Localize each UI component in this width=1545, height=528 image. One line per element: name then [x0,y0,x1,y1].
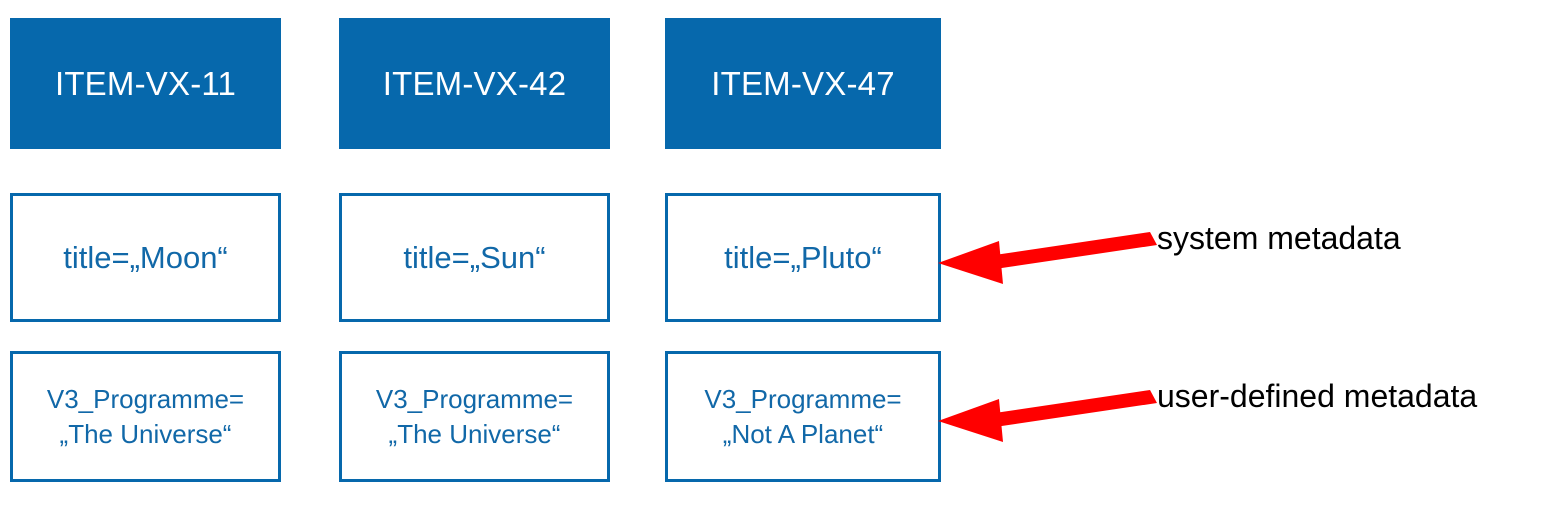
system-metadata-label: title=„Moon“ [63,239,228,275]
user-metadata-box-column-3[interactable]: V3_Programme= „Not A Planet“ [665,351,941,482]
system-metadata-box-column-2[interactable]: title=„Sun“ [339,193,610,322]
system-metadata-label: title=„Sun“ [403,239,546,275]
annotation-label-system-metadata: system metadata [1157,220,1401,256]
system-metadata-box-column-1[interactable]: title=„Moon“ [10,193,281,322]
item-header-box-column-2[interactable]: ITEM-VX-42 [339,18,610,149]
system-metadata-box-column-3[interactable]: title=„Pluto“ [665,193,941,322]
item-header-label: ITEM-VX-42 [382,64,567,102]
user-metadata-label: V3_Programme= „The Universe“ [46,384,245,449]
item-header-box-column-3[interactable]: ITEM-VX-47 [665,18,941,149]
user-metadata-box-column-1[interactable]: V3_Programme= „The Universe“ [10,351,281,482]
item-header-label: ITEM-VX-47 [711,64,895,102]
system-metadata-label: title=„Pluto“ [724,239,882,275]
arrow-left-icon-user-metadata [938,390,1157,442]
user-metadata-box-column-2[interactable]: V3_Programme= „The Universe“ [339,351,610,482]
annotation-label-user-metadata: user-defined metadata [1157,378,1478,414]
item-header-label: ITEM-VX-11 [54,64,237,102]
item-header-box-column-1[interactable]: ITEM-VX-11 [10,18,281,149]
arrow-left-icon-system-metadata [938,232,1157,284]
user-metadata-label: V3_Programme= „Not A Planet“ [704,384,902,449]
user-metadata-label: V3_Programme= „The Universe“ [375,384,574,449]
